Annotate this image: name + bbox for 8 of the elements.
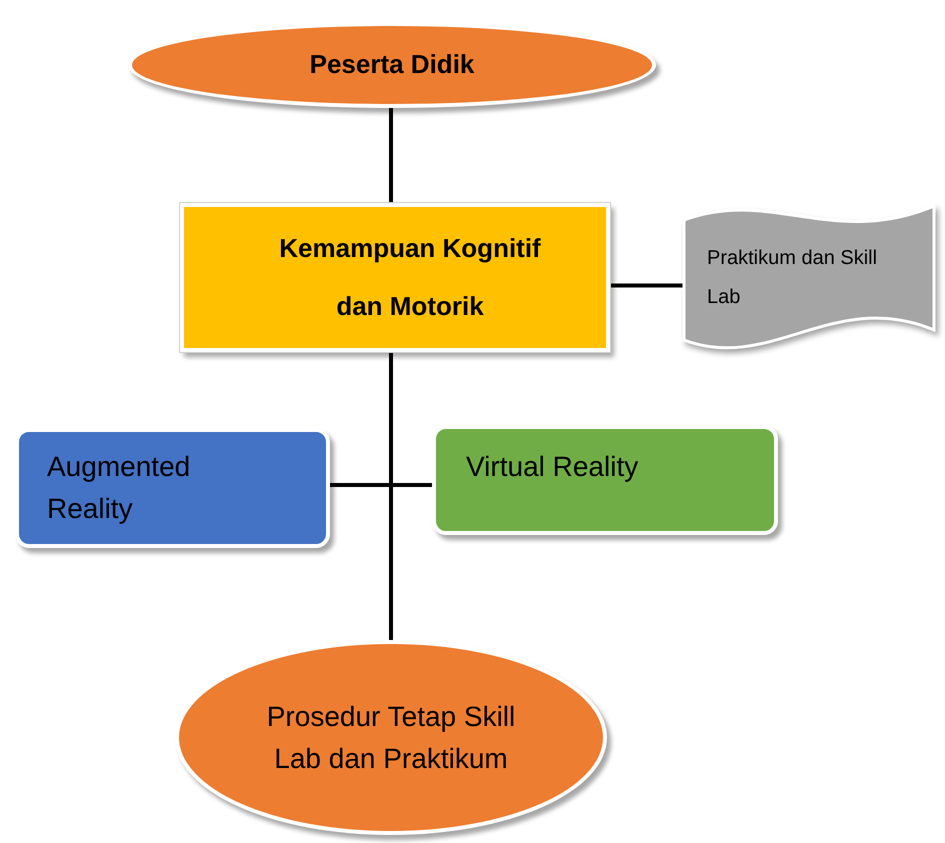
node-label: Virtual Reality: [466, 450, 638, 484]
node-label: Prosedur Tetap Skill Lab dan Praktikum: [266, 700, 516, 776]
node-label: Praktikum dan Skill Lab: [707, 246, 878, 310]
node-label: Kemampuan Kognitif dan Motorik: [278, 232, 542, 322]
connector-line: [389, 106, 393, 203]
node-label: Peserta Didik: [310, 49, 474, 81]
connector-line: [610, 284, 685, 288]
node-label: Augmented Reality: [47, 450, 192, 526]
